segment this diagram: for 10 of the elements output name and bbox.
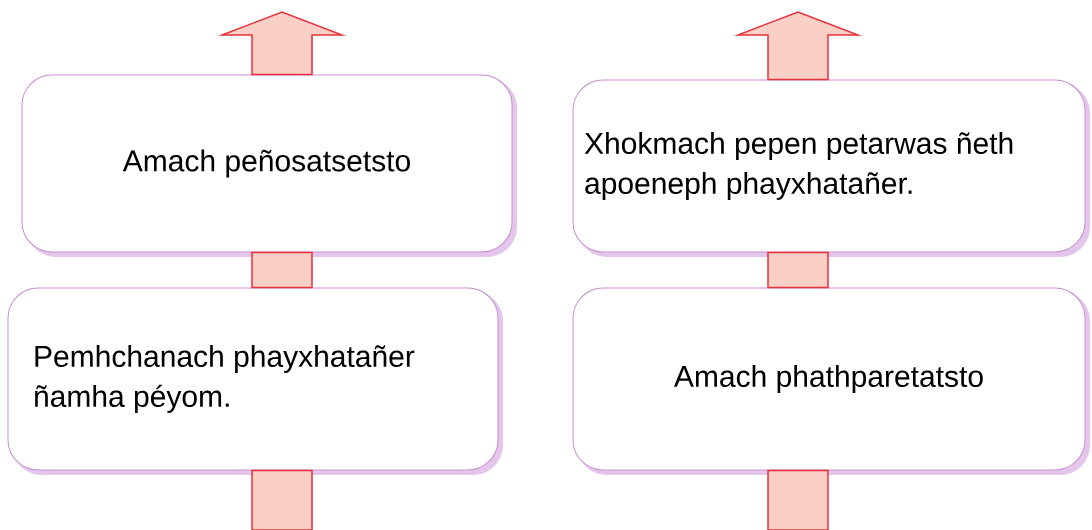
block-arrow [217, 11, 347, 76]
rounded-box: Pemhchanach phayxhatañer ñamha péyom. [7, 287, 503, 475]
rounded-box: Amach phathparetatsto [572, 287, 1090, 475]
arrow-shaft [767, 469, 829, 530]
arrow-shaft [251, 469, 313, 530]
rounded-box: Xhokmach pepen petarwas ñeth apoeneph phayxhatañer. [572, 79, 1090, 257]
rounded-box: Amach peñosatsetsto [21, 74, 517, 257]
arrow-shaft [251, 251, 313, 289]
arrow-shaft [767, 251, 829, 289]
block-arrow [733, 11, 863, 81]
